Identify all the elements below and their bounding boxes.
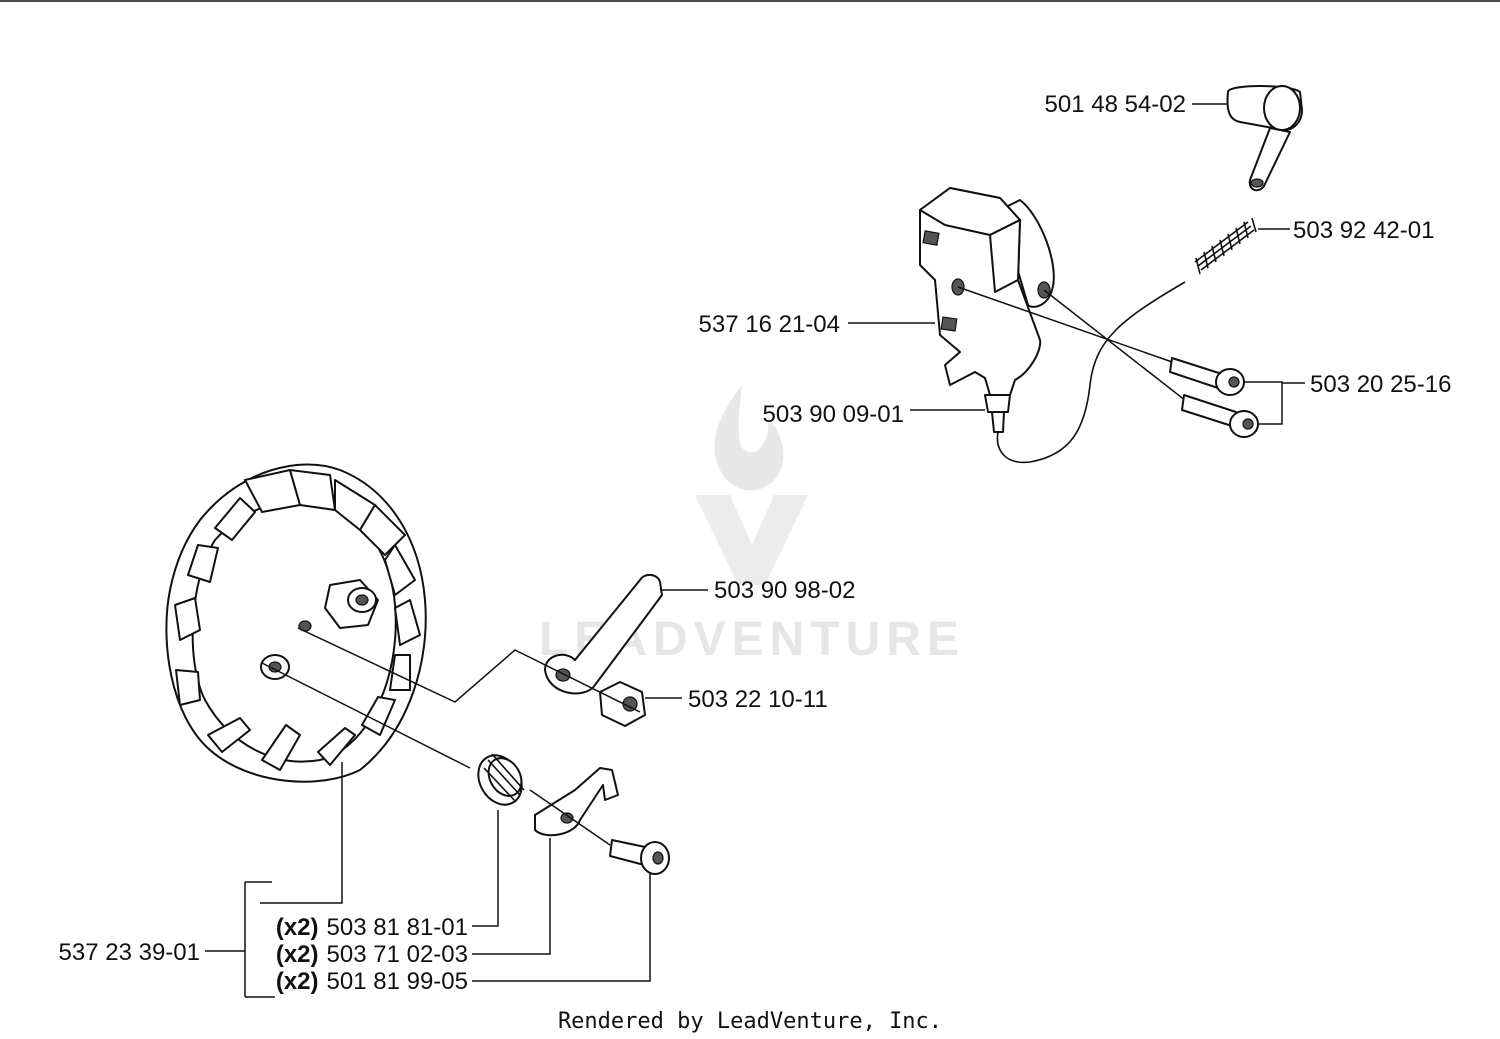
flame-logo-icon	[714, 385, 784, 491]
spark-wire	[996, 281, 1186, 464]
spring-part	[1194, 217, 1257, 275]
callout-module-screws: 503 20 25-16	[1310, 371, 1451, 398]
number-pawl: 503 71 02-03	[327, 941, 468, 968]
callout-flywheel: 537 23 39-01	[59, 939, 200, 966]
pawl-screw-part	[609, 839, 670, 875]
callout-pawl: (x2) 503 71 02-03	[276, 941, 468, 968]
callout-pawl-screw: (x2) 501 81 99-05	[276, 968, 468, 995]
leader-lines	[205, 103, 1305, 998]
number-pawl-spring: 503 81 81-01	[327, 914, 468, 941]
qty-pawl-screw: (x2)	[276, 968, 319, 995]
render-credit: Rendered by LeadVenture, Inc.	[558, 1009, 942, 1034]
callout-nut: 503 22 10-11	[688, 686, 828, 713]
pawl-part	[534, 767, 619, 837]
spark-boot-part	[1226, 85, 1303, 192]
callout-spark-boot: 501 48 54-02	[1045, 91, 1186, 118]
callout-pawl-spring: (x2) 503 81 81-01	[276, 914, 468, 941]
ignition-module-part	[919, 187, 1055, 433]
pawl-spring-part	[477, 753, 525, 806]
callout-spring: 503 92 42-01	[1293, 217, 1434, 244]
v-logo-icon	[695, 495, 808, 585]
module-screws-part	[957, 286, 1259, 438]
callout-spark-wire: 503 90 09-01	[763, 401, 904, 428]
number-pawl-screw: 501 81 99-05	[327, 968, 468, 995]
qty-pawl-spring: (x2)	[276, 914, 319, 941]
assembly-axis-lines	[261, 627, 641, 846]
callout-stop-plate: 503 90 98-02	[714, 577, 855, 604]
flywheel-part	[165, 463, 427, 783]
callout-ignition-module: 537 16 21-04	[699, 311, 840, 338]
qty-pawl: (x2)	[276, 941, 319, 968]
